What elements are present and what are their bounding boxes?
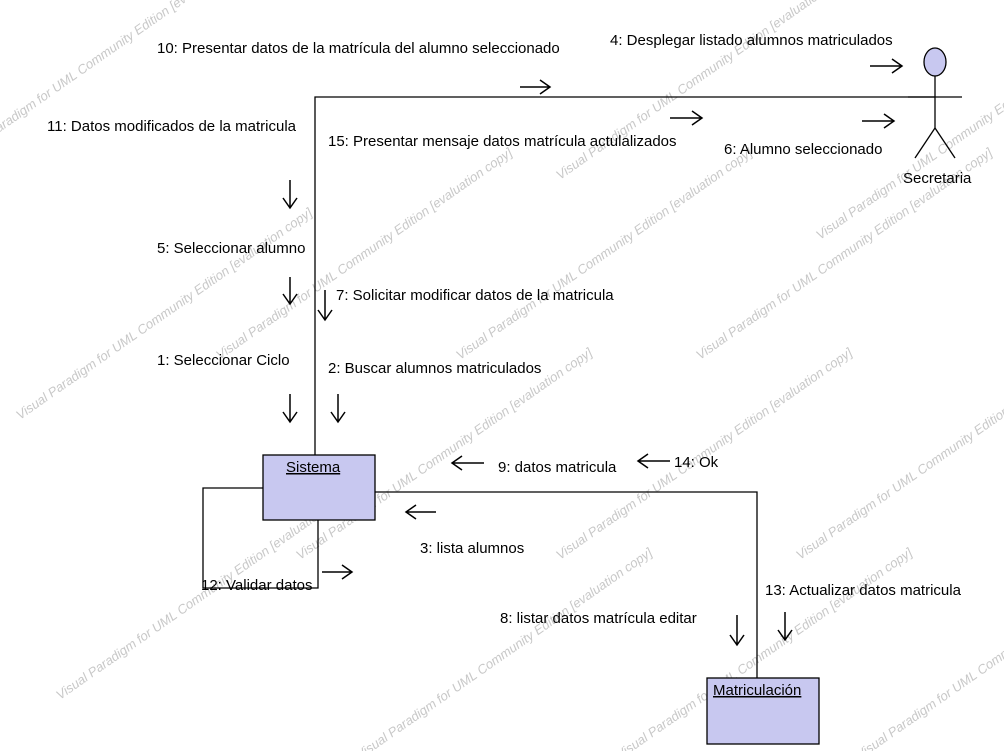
arrow-message-15 xyxy=(670,110,704,126)
message-6: 6: Alumno seleccionado xyxy=(724,141,882,158)
arrow-message-10 xyxy=(520,79,552,95)
arrow-message-7 xyxy=(317,290,333,322)
matriculacion-label: Matriculación xyxy=(713,682,801,699)
arrow-message-4 xyxy=(870,58,904,74)
link-sistema-self xyxy=(202,487,319,589)
watermark-text: Visual Paradigm for UML Community Editio… xyxy=(453,145,755,363)
arrow-message-9 xyxy=(450,455,484,471)
message-3: 3: lista alumnos xyxy=(420,540,524,557)
arrow-message-2 xyxy=(330,394,346,424)
actor-secretaria[interactable]: Secretaria xyxy=(903,47,972,187)
sistema-box xyxy=(262,454,376,521)
arrow-message-12 xyxy=(322,564,354,580)
message-labels: 10: Presentar datos de la matrícula del … xyxy=(47,32,962,627)
arrow-message-8 xyxy=(729,615,745,647)
association-links xyxy=(202,96,935,678)
actor-right-leg xyxy=(934,127,956,159)
message-14: 14: Ok xyxy=(674,454,719,471)
message-13: 13: Actualizar datos matricula xyxy=(765,582,962,599)
actor-left-leg xyxy=(914,127,936,159)
arrow-message-13 xyxy=(777,612,793,642)
arrow-message-3 xyxy=(404,504,436,520)
actor-name: Secretaria xyxy=(903,170,972,187)
message-12: 12: Validar datos xyxy=(201,577,312,594)
message-5: 5: Seleccionar alumno xyxy=(157,240,305,257)
message-1: 1: Seleccionar Ciclo xyxy=(157,352,290,369)
message-11: 11: Datos modificados de la matricula xyxy=(47,118,297,135)
object-sistema[interactable]: Sistema xyxy=(262,454,376,521)
message-2: 2: Buscar alumnos matriculados xyxy=(328,360,541,377)
message-4: 4: Desplegar listado alumnos matriculado… xyxy=(610,32,893,49)
message-7: 7: Solicitar modificar datos de la matri… xyxy=(336,287,614,304)
link-sistema-matriculacion xyxy=(375,491,758,678)
actor-head xyxy=(923,47,947,77)
message-15: 15: Presentar mensaje datos matrícula ac… xyxy=(328,133,677,150)
arrow-message-5 xyxy=(282,277,298,306)
watermark-text: Visual Paradigm for UML Community Editio… xyxy=(293,345,595,563)
link-sistema-secretaria xyxy=(314,96,935,455)
message-10: 10: Presentar datos de la matrícula del … xyxy=(157,40,560,57)
arrow-message-11 xyxy=(282,180,298,210)
message-9: 9: datos matricula xyxy=(498,459,617,476)
arrow-message-6 xyxy=(862,113,896,129)
sistema-label: Sistema xyxy=(286,459,341,476)
watermark-text: Visual Paradigm for UML Community Editio… xyxy=(353,545,655,751)
arrow-message-1 xyxy=(282,394,298,424)
matriculacion-box xyxy=(706,677,820,745)
arrow-message-14 xyxy=(636,453,670,469)
watermark-text: Visual Paradigm for UML Community Editio… xyxy=(0,0,255,162)
message-8: 8: listar datos matrícula editar xyxy=(500,610,697,627)
message-arrows xyxy=(282,58,904,647)
object-matriculacion[interactable]: Matriculación xyxy=(706,677,820,745)
